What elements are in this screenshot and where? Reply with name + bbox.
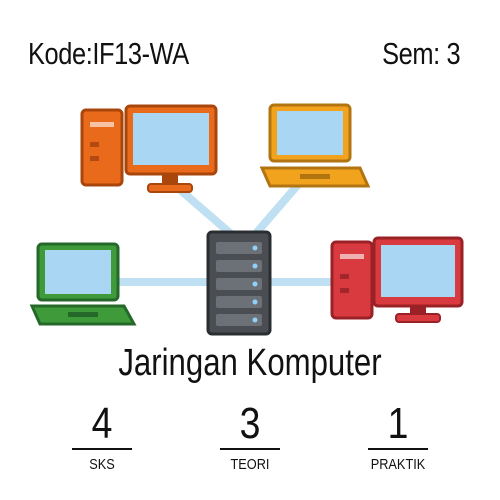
semester-label: Sem: 3 bbox=[381, 36, 460, 71]
stat-teori: 3 TEORI bbox=[190, 400, 310, 474]
stat-value: 1 bbox=[387, 399, 409, 448]
stat-label: SKS bbox=[89, 456, 115, 473]
course-code: Kode:IF13-WA bbox=[28, 36, 189, 71]
stat-value: 3 bbox=[239, 399, 261, 448]
stat-label: TEORI bbox=[230, 456, 270, 473]
desktop-computer-icon bbox=[80, 104, 218, 193]
stat-label: PRAKTIK bbox=[370, 456, 426, 473]
stat-divider bbox=[220, 448, 280, 450]
server-icon bbox=[206, 230, 272, 336]
laptop-icon bbox=[259, 103, 371, 188]
stat-divider bbox=[368, 448, 428, 450]
stat-divider bbox=[72, 448, 132, 450]
link-top-right bbox=[248, 177, 306, 241]
desktop-computer-icon bbox=[330, 236, 464, 323]
laptop-icon bbox=[29, 242, 137, 326]
course-title: Jaringan Komputer bbox=[118, 342, 382, 384]
stat-praktik: 1 PRAKTIK bbox=[338, 400, 458, 474]
stat-sks: 4 SKS bbox=[42, 400, 162, 474]
stat-value: 4 bbox=[91, 399, 113, 448]
